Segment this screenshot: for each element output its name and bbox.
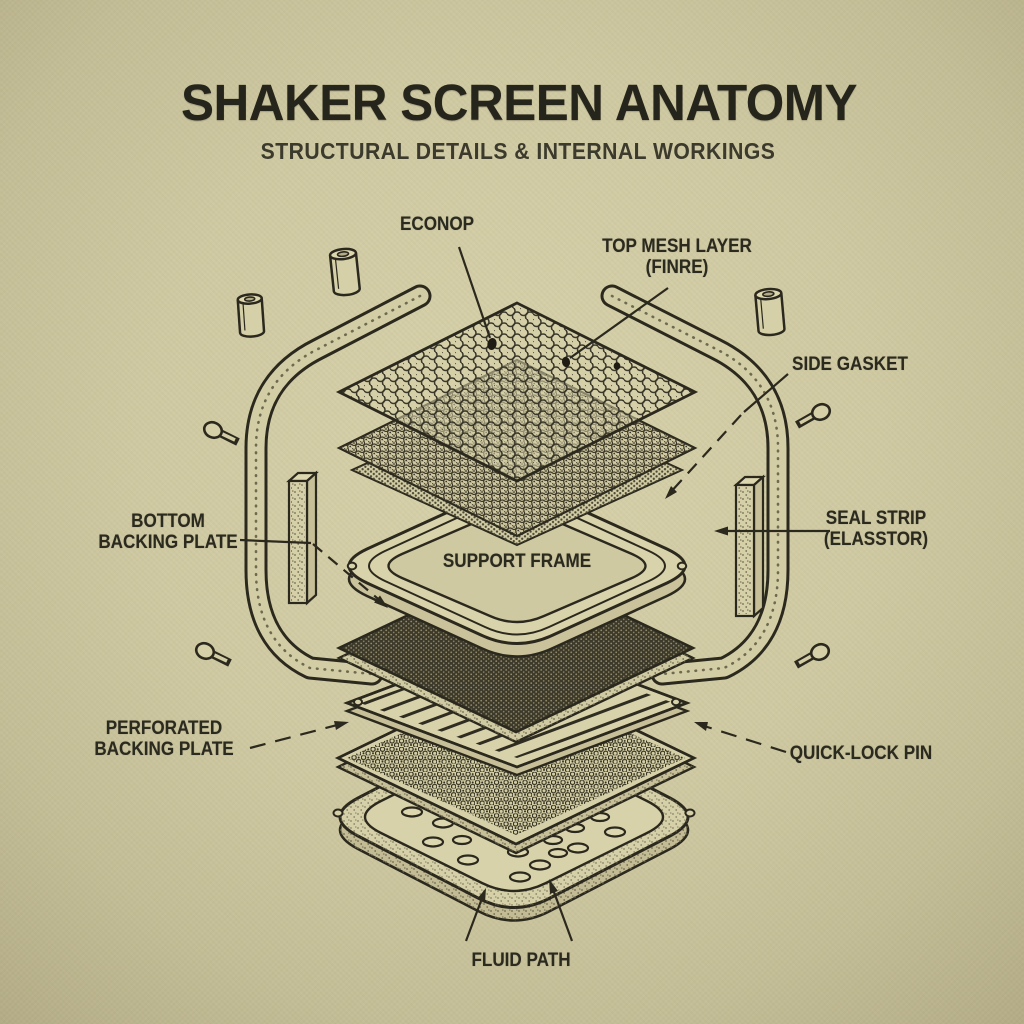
cylinder-bushing-top-left — [328, 247, 361, 297]
label-perforated-line2: BACKING PLATE — [94, 739, 234, 760]
leader-perforated — [249, 722, 342, 750]
label-seal-strip-line1: SEAL STRIP — [825, 508, 927, 529]
screw-left-upper — [202, 420, 240, 446]
label-perforated-backing: PERFORATED BACKING PLATE — [94, 718, 233, 760]
page-title: SHAKER SCREEN ANATOMY — [180, 74, 858, 131]
label-top-mesh-line1: TOP MESH LAYER — [602, 236, 752, 257]
cylinder-bushing-right — [754, 287, 786, 337]
leader-fluid-right — [549, 883, 574, 942]
screw-right-upper — [795, 402, 832, 429]
screw-left-lower — [194, 641, 232, 667]
label-bottom-backing-line1: BOTTOM — [131, 511, 205, 532]
label-quick-lock-pin: QUICK-LOCK PIN — [789, 743, 933, 764]
label-econop: ECONOP — [399, 214, 475, 235]
screw-right-lower — [794, 642, 831, 669]
right-seal-strip-bar — [733, 474, 766, 619]
label-top-mesh-layer: TOP MESH LAYER (FINRE) — [602, 236, 752, 278]
label-fluid-path: FLUID PATH — [471, 950, 571, 971]
label-support-frame: SUPPORT FRAME — [442, 551, 592, 572]
leader-bottom-backing-solid — [239, 538, 312, 545]
leader-quick-lock — [700, 723, 787, 754]
top-mesh-layer — [336, 301, 698, 483]
leader-econop — [457, 246, 492, 339]
arrowheads — [334, 486, 728, 903]
label-seal-strip: SEAL STRIP (ELASSTOR) — [824, 508, 928, 550]
leader-side-gasket-solid — [743, 373, 789, 413]
leader-side-gasket-dashed — [668, 414, 742, 495]
leader-top-mesh — [569, 287, 669, 359]
left-side-rail — [244, 284, 432, 686]
page-subtitle: STRUCTURAL DETAILS & INTERNAL WORKINGS — [260, 138, 776, 164]
label-side-gasket: SIDE GASKET — [792, 354, 908, 375]
right-side-rail — [600, 284, 790, 686]
label-bottom-backing-line2: BACKING PLATE — [98, 532, 238, 553]
support-frame — [346, 487, 688, 658]
cylinder-bushing-left — [236, 293, 266, 338]
label-seal-strip-line2: (ELASSTOR) — [823, 529, 929, 550]
left-seal-strip-bar — [286, 470, 319, 606]
label-perforated-line1: PERFORATED — [105, 718, 223, 739]
label-bottom-backing-plate: BOTTOM BACKING PLATE — [98, 511, 237, 553]
mesh-debris-specks — [487, 338, 621, 370]
label-top-mesh-line2: (FINRE) — [645, 257, 709, 278]
leader-bottom-backing-dashed — [312, 543, 384, 604]
